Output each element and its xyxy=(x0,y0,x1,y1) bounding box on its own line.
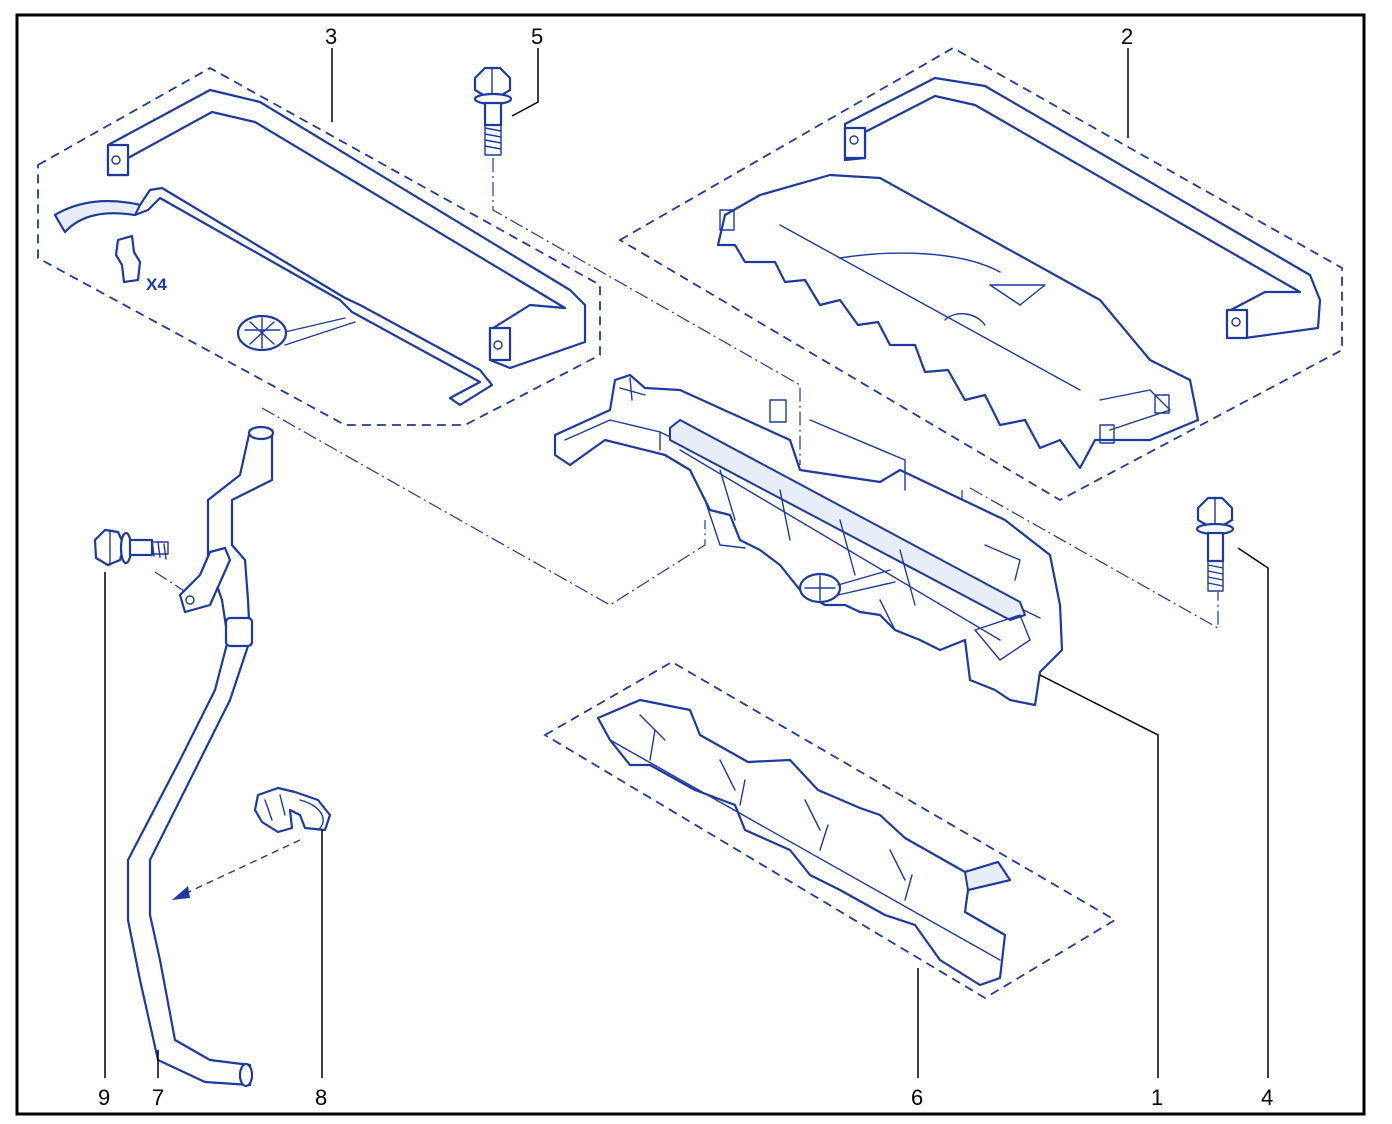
clip-quantity-label: X4 xyxy=(146,275,167,294)
part-5-bolt xyxy=(473,66,513,156)
assembly-lines xyxy=(154,158,1219,900)
part-7-hose-bracket xyxy=(178,546,232,614)
leader-lines xyxy=(104,48,1269,1078)
callout-9: 9 xyxy=(98,1085,110,1110)
callout-1: 1 xyxy=(1151,1085,1163,1110)
part-1-housing xyxy=(553,373,1064,707)
callout-2: 2 xyxy=(1121,24,1133,49)
part-1-cover-base xyxy=(553,373,1064,707)
part-6-kit-outline xyxy=(543,660,1117,1000)
part-3-frame-bar xyxy=(106,88,587,370)
part-6-insulator xyxy=(596,698,1012,987)
diagram-frame xyxy=(15,13,1366,1116)
part-3-kit-outline xyxy=(37,66,601,426)
callout-5: 5 xyxy=(531,24,543,49)
part-2-engine-cover-kit xyxy=(618,46,1343,502)
callout-3: 3 xyxy=(325,24,337,49)
part-7-hose-sleeve xyxy=(224,616,254,648)
part-7-breather-hose xyxy=(126,425,275,1088)
part-3-clip xyxy=(114,234,142,284)
callout-numbers: 3 5 2 9 7 8 6 1 4 xyxy=(98,24,1273,1110)
leader-1 xyxy=(1039,674,1159,1078)
leader-5 xyxy=(511,48,539,117)
part-9-bolt xyxy=(93,528,169,567)
clip-direction-arrow xyxy=(179,839,301,897)
leader-4 xyxy=(1237,547,1269,1078)
part-7-hose xyxy=(126,428,274,1087)
part-2-engine-cover xyxy=(716,173,1200,470)
part-2-kit-outline xyxy=(618,46,1343,502)
part-3-bracket-kit: X4 xyxy=(37,66,601,426)
callout-4: 4 xyxy=(1261,1085,1273,1110)
callout-8: 8 xyxy=(315,1085,327,1110)
part-8-hose-clip xyxy=(253,786,332,834)
part-4-bolt xyxy=(1195,496,1235,592)
part-6-insulator-kit xyxy=(543,660,1117,1000)
callout-7: 7 xyxy=(152,1085,164,1110)
callout-6: 6 xyxy=(911,1085,923,1110)
